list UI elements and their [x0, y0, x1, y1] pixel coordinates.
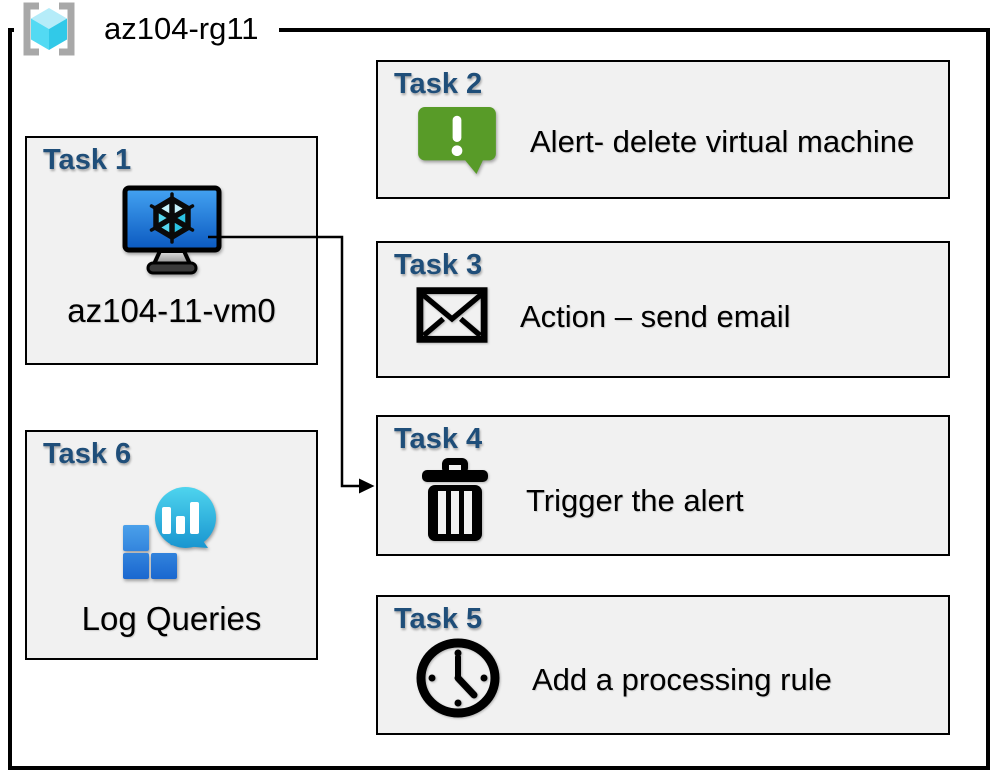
- email-envelope-icon: [416, 286, 488, 349]
- task-4-box: Task 4 Trigger the alert: [376, 415, 950, 556]
- task-3-label: Action – send email: [520, 299, 791, 335]
- task-2-label: Alert- delete virtual machine: [530, 124, 915, 160]
- task-4-title: Task 4: [394, 423, 483, 455]
- task-1-title: Task 1: [43, 144, 132, 176]
- resource-group-name: az104-rg11: [104, 11, 259, 46]
- task-2-box: Task 2 Alert- delete vir: [376, 60, 950, 199]
- task-6-label: Log Queries: [81, 599, 262, 637]
- trash-delete-icon: [416, 456, 494, 547]
- virtual-machine-icon: [122, 185, 222, 282]
- task-3-title: Task 3: [394, 249, 483, 281]
- task-2-title: Task 2: [394, 68, 483, 100]
- resource-group-container: [8, 28, 990, 770]
- clock-icon: [416, 638, 500, 723]
- task-5-label: Add a processing rule: [532, 662, 832, 698]
- task-5-box: Task 5 Add a processing rule: [376, 595, 950, 735]
- resource-group-legend: az104-rg11: [14, 0, 279, 58]
- task-6-title: Task 6: [43, 438, 132, 470]
- task-4-label: Trigger the alert: [526, 483, 744, 519]
- task-5-title: Task 5: [394, 603, 483, 635]
- task-6-box: Task 6: [25, 430, 318, 660]
- task-3-box: Task 3 Action – send email: [376, 241, 950, 378]
- alert-message-icon: [416, 105, 498, 180]
- resource-group-icon: [23, 2, 75, 56]
- task-1-box: Task 1: [25, 136, 318, 365]
- task-1-label: az104-11-vm0: [67, 291, 276, 329]
- log-analytics-icon: [122, 486, 222, 584]
